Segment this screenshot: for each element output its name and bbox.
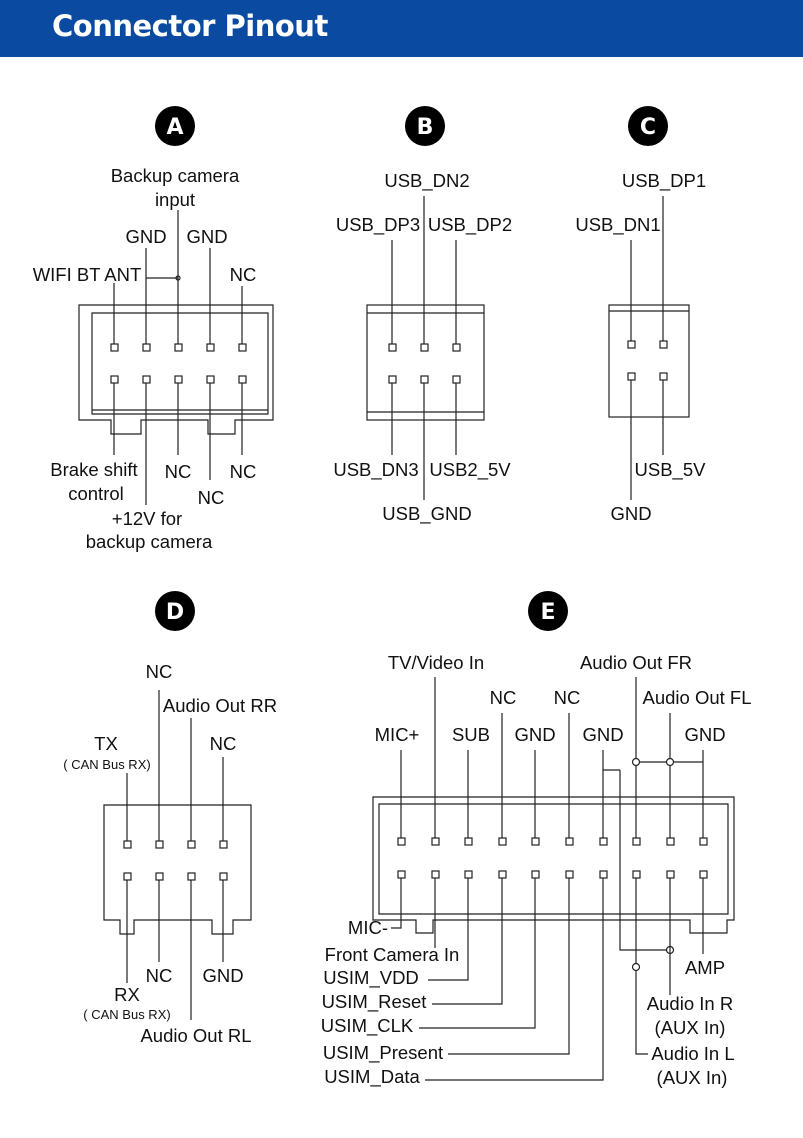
label-a-backup-camera-input-1: Backup camera xyxy=(111,165,240,186)
connector-e xyxy=(372,677,735,1081)
label-e-usim-data: USIM_Data xyxy=(324,1066,420,1088)
label-e-tv-video-in: TV/Video In xyxy=(388,652,484,673)
label-c-usb-5v: USB_5V xyxy=(635,459,707,481)
label-a-nc-bottom-2: NC xyxy=(198,487,225,508)
connector-c-pins xyxy=(627,340,668,381)
connector-d xyxy=(103,690,252,1020)
label-e-audio-out-fl: Audio Out FL xyxy=(642,687,751,708)
label-a-brake-shift-1: Brake shift xyxy=(50,459,137,480)
label-d-nc-bottom: NC xyxy=(146,965,173,986)
label-a-nc-bottom-1: NC xyxy=(165,461,192,482)
label-e-usim-clk: USIM_CLK xyxy=(321,1015,414,1037)
label-a-gnd-left: GND xyxy=(125,226,166,247)
label-b-usb-gnd: USB_GND xyxy=(382,503,471,525)
connector-b-pins xyxy=(388,343,461,384)
label-c-usb-dp1: USB_DP1 xyxy=(622,170,706,192)
connector-d-leads xyxy=(126,690,224,1020)
label-a-nc-bottom-3: NC xyxy=(230,461,257,482)
badge-b: B xyxy=(405,106,445,146)
connector-c-housing xyxy=(608,304,690,418)
badge-d: D xyxy=(155,591,195,631)
svg-text:C: C xyxy=(640,115,656,140)
connector-b-housing xyxy=(366,304,485,421)
connector-c-leads xyxy=(630,196,664,500)
label-e-nc-1: NC xyxy=(490,687,517,708)
connector-a-leads xyxy=(113,210,243,505)
header-bar: Connector Pinout xyxy=(0,0,803,57)
label-b-usb-dp2: USB_DP2 xyxy=(428,214,512,236)
label-d-rx: RX xyxy=(114,984,140,1005)
label-e-amp: AMP xyxy=(685,957,725,978)
svg-text:D: D xyxy=(166,600,184,625)
label-d-tx-sub: ( CAN Bus RX) xyxy=(63,757,150,772)
connector-e-pins xyxy=(397,837,708,879)
label-a-nc-top: NC xyxy=(230,264,257,285)
label-e-gnd-2: GND xyxy=(582,724,623,745)
label-e-gnd-3: GND xyxy=(684,724,725,745)
label-e-usim-reset: USIM_Reset xyxy=(322,991,427,1013)
connector-a xyxy=(78,210,274,505)
label-b-usb-dn2: USB_DN2 xyxy=(384,170,469,192)
label-e-audio-in-r: Audio In R xyxy=(647,993,733,1014)
badge-e: E xyxy=(528,591,568,631)
connector-e-housing-outer xyxy=(372,796,735,934)
label-e-usim-vdd: USIM_VDD xyxy=(323,967,419,989)
connector-d-pins xyxy=(123,840,228,881)
connector-c xyxy=(608,196,690,500)
label-a-backup-camera-input-2: input xyxy=(155,189,195,210)
label-d-tx: TX xyxy=(94,733,118,754)
svg-text:B: B xyxy=(417,115,434,140)
connector-b-leads xyxy=(391,196,457,500)
badge-a: A xyxy=(155,106,195,146)
svg-text:A: A xyxy=(166,115,183,140)
label-e-gnd-1: GND xyxy=(514,724,555,745)
label-e-front-camera-in: Front Camera In xyxy=(325,944,460,965)
label-e-usim-present: USIM_Present xyxy=(323,1042,443,1064)
connector-b xyxy=(366,196,485,500)
label-a-12v-1: +12V for xyxy=(112,508,182,529)
connector-d-housing xyxy=(103,804,252,935)
label-c-gnd: GND xyxy=(610,503,651,524)
label-d-nc-right: NC xyxy=(210,733,237,754)
connector-a-housing-inner xyxy=(91,312,269,415)
label-a-gnd-right: GND xyxy=(186,226,227,247)
label-a-12v-2: backup camera xyxy=(86,531,213,552)
label-d-rx-sub: ( CAN Bus RX) xyxy=(83,1007,170,1022)
label-e-audio-in-r-sub: (AUX In) xyxy=(655,1017,726,1038)
badge-c: C xyxy=(628,106,668,146)
label-e-audio-in-l-sub: (AUX In) xyxy=(657,1067,728,1088)
label-b-usb2-5v: USB2_5V xyxy=(429,459,511,481)
label-e-mic-minus: MIC- xyxy=(348,917,388,938)
connector-e-housing-inner xyxy=(378,803,729,915)
label-d-gnd: GND xyxy=(202,965,243,986)
svg-text:E: E xyxy=(540,600,555,625)
label-a-wifi-bt-ant: WIFI BT ANT xyxy=(33,264,142,285)
label-c-usb-dn1: USB_DN1 xyxy=(575,214,660,236)
label-d-audio-out-rr: Audio Out RR xyxy=(163,695,277,716)
label-d-nc-top: NC xyxy=(146,661,173,682)
connector-e-bottom-leads xyxy=(391,770,704,1081)
page-title: Connector Pinout xyxy=(52,9,328,43)
label-b-usb-dp3: USB_DP3 xyxy=(336,214,420,236)
label-e-nc-2: NC xyxy=(554,687,581,708)
label-e-audio-out-fr: Audio Out FR xyxy=(580,652,692,673)
label-e-audio-in-l: Audio In L xyxy=(651,1043,734,1064)
connector-a-pins xyxy=(110,343,247,384)
label-b-usb-dn3: USB_DN3 xyxy=(333,459,418,481)
label-e-sub: SUB xyxy=(452,724,490,745)
connector-a-housing-outer xyxy=(78,304,274,435)
label-e-mic-plus: MIC+ xyxy=(375,724,420,745)
connector-e-top-leads xyxy=(400,677,704,838)
label-d-audio-out-rl: Audio Out RL xyxy=(140,1025,251,1046)
label-a-brake-shift-2: control xyxy=(68,483,124,504)
